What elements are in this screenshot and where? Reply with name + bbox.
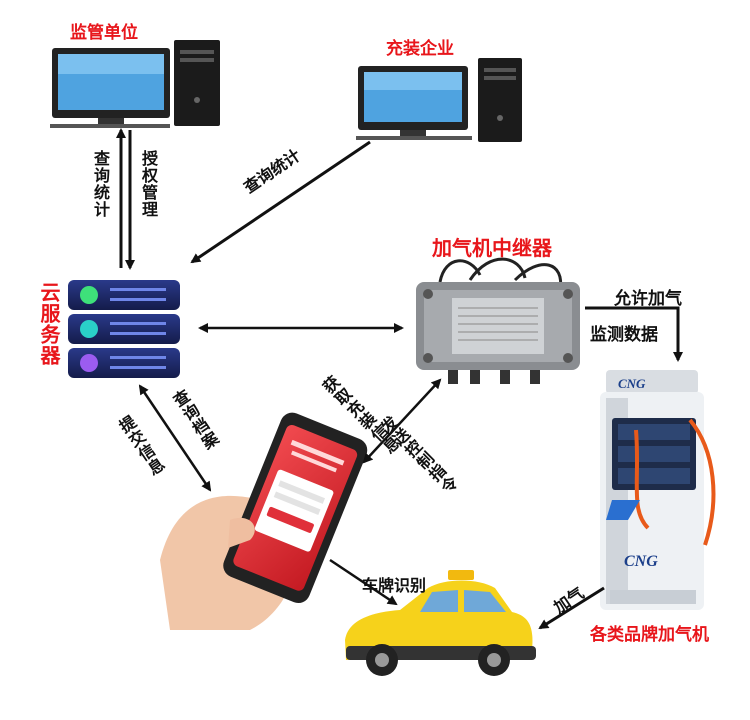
edge-label-monitor-data: 监测数据 (590, 325, 658, 345)
edge-phone-taxi (329, 558, 398, 606)
node-relay-label: 加气机中继器 (432, 236, 552, 260)
edge-relay-phone (362, 378, 442, 464)
edge-relay-dispenser (585, 306, 683, 362)
cloud-server-icon (68, 280, 180, 378)
dispenser-brand-body: CNG (624, 553, 658, 570)
node-dispenser-label: 各类品牌加气机 (590, 625, 709, 645)
regulator-computer (50, 40, 220, 128)
edge-filler-cloud (190, 140, 371, 264)
relay-device-icon (416, 257, 580, 384)
edge-cloud-phone (138, 384, 212, 492)
node-filler-label: 充装企业 (386, 39, 454, 59)
node-cloud-label: 云服务器 (37, 282, 61, 366)
edge-label-allow-fuel: 允许加气 (614, 289, 682, 309)
phone-in-hand-icon (160, 412, 368, 630)
edge-dispenser-taxi (538, 586, 605, 630)
edge-label-query-stats-left: 查询统计 (91, 150, 110, 218)
taxi-icon (345, 570, 536, 676)
edge-label-plate-recog: 车牌识别 (362, 576, 427, 595)
edge-label-authorize: 授权管理 (139, 150, 158, 218)
dispenser-brand-top: CNG (618, 376, 646, 391)
filler-computer (356, 58, 522, 142)
gas-dispenser-icon (600, 370, 716, 610)
node-regulator-label: 监管单位 (70, 23, 138, 43)
